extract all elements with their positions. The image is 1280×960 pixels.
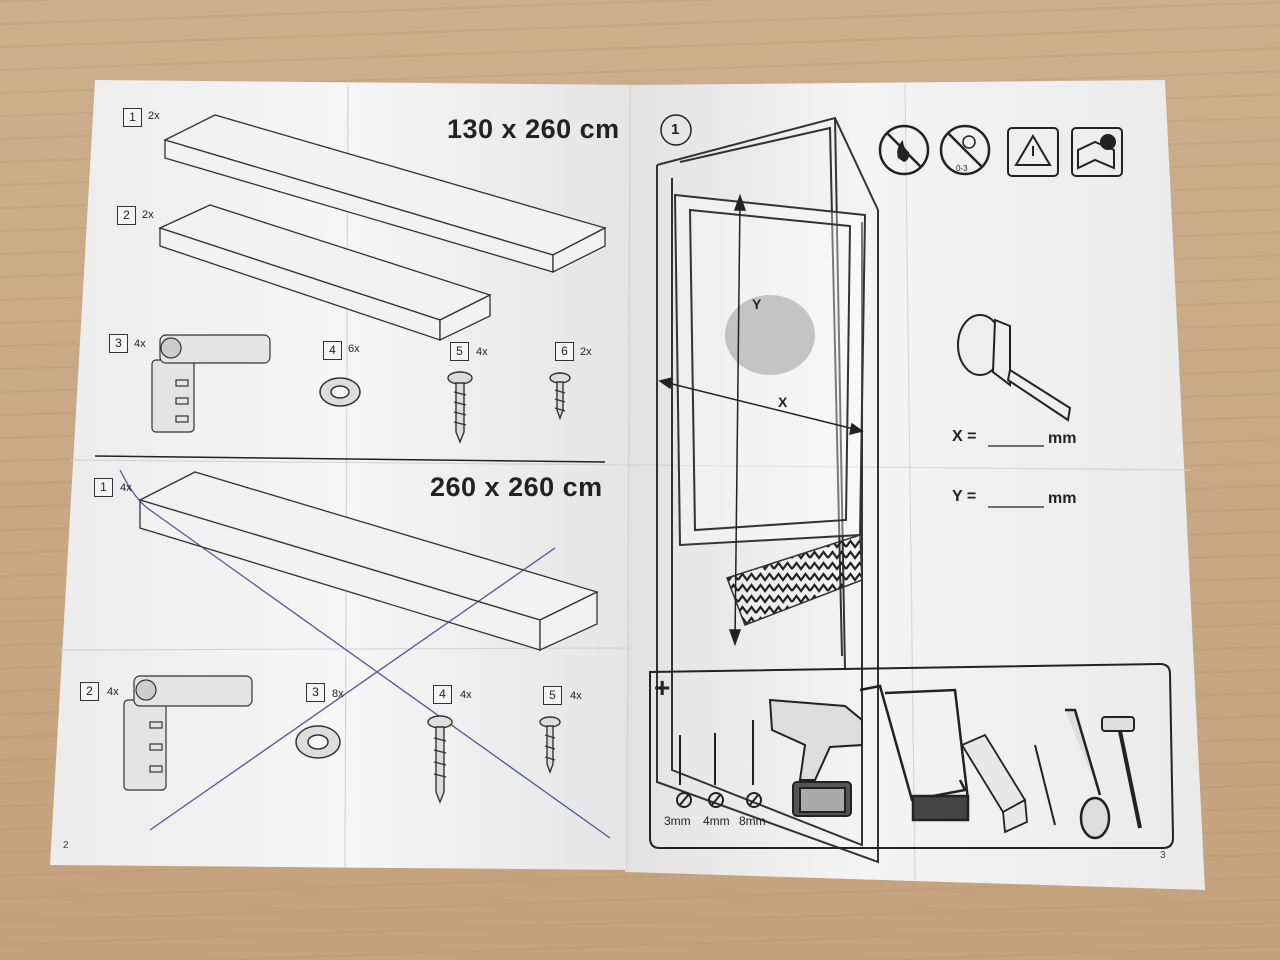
axis-y-label: Y <box>752 296 762 312</box>
part-4-screw-b <box>427 715 453 804</box>
pencil <box>1034 744 1056 826</box>
left-page <box>50 80 640 870</box>
age-icon-text: 0-3 <box>956 164 968 173</box>
part-qty-b1: 4x <box>120 482 132 494</box>
no-children-icon <box>939 124 991 176</box>
tools-box <box>649 662 1175 849</box>
part-box-b2: 2 <box>80 682 99 701</box>
part-box-b4: 4 <box>433 685 452 704</box>
measure-y-label: Y = <box>952 488 977 505</box>
tools-plus-sign: + <box>654 672 671 703</box>
part-2-beam-a <box>158 204 492 342</box>
measure-x-label: X = <box>952 428 977 445</box>
part-2-corner-b <box>123 675 253 791</box>
tape-measure <box>957 314 1072 422</box>
step-number: 1 <box>671 121 680 138</box>
part-qty-a2: 2x <box>142 209 154 221</box>
measure-y-unit: mm <box>1048 490 1077 507</box>
part-qty-b4: 4x <box>460 689 472 701</box>
cordless-drill <box>768 698 863 817</box>
part-box-a3: 3 <box>109 334 128 353</box>
part-qty-b2: 4x <box>107 686 119 698</box>
part-5-screw-b <box>539 716 561 774</box>
part-box-a1: 1 <box>123 108 142 127</box>
part-box-a6: 6 <box>555 342 574 361</box>
hacksaw <box>859 684 970 822</box>
no-fire-icon <box>878 124 930 176</box>
part-qty-a3: 4x <box>134 338 146 350</box>
part-qty-b5: 4x <box>570 690 582 702</box>
part-3-ring-b <box>295 725 341 759</box>
part-box-a2: 2 <box>117 206 136 225</box>
page-number-right: 3 <box>1160 850 1166 861</box>
part-qty-a5: 4x <box>476 346 488 358</box>
measure-x-unit: mm <box>1048 430 1077 447</box>
drill-bits <box>676 720 762 808</box>
pen-cross-mark <box>119 469 611 839</box>
page-number-left: 2 <box>63 840 69 851</box>
part-1-beam-a <box>163 114 607 274</box>
warning-read-icon <box>1007 127 1059 177</box>
size-title-b: 260 x 260 cm <box>430 472 603 502</box>
pry-bar <box>1065 708 1111 840</box>
part-1-beam-b <box>138 471 599 652</box>
part-5-screw-a <box>447 371 473 444</box>
part-box-a5: 5 <box>450 342 469 361</box>
drill-bit-label-1: 3mm <box>664 814 691 828</box>
part-qty-a4: 6x <box>348 343 360 355</box>
part-3-corner-a <box>151 334 271 433</box>
part-qty-a6: 2x <box>580 346 592 358</box>
doormat <box>726 533 863 626</box>
part-qty-a1: 2x <box>148 110 160 122</box>
size-title-a: 130 x 260 cm <box>447 114 620 144</box>
part-box-b3: 3 <box>306 683 325 702</box>
part-qty-b3: 8x <box>332 688 344 700</box>
part-6-screw-a <box>549 372 571 420</box>
miter-box <box>960 733 1028 834</box>
part-box-b5: 5 <box>543 686 562 705</box>
right-page <box>625 80 1205 890</box>
hammer <box>1101 716 1142 829</box>
step-circle <box>660 114 692 146</box>
read-manual-icon <box>1071 127 1123 177</box>
drill-bit-label-2: 4mm <box>703 814 730 828</box>
part-box-a4: 4 <box>323 341 342 360</box>
axis-x-label: X <box>778 394 788 410</box>
part-box-b1: 1 <box>94 478 113 497</box>
part-4-ring-a <box>319 377 361 407</box>
hand-shadow <box>725 295 815 375</box>
measure-arrows <box>658 193 864 647</box>
drill-bit-label-3: 8mm <box>739 814 766 828</box>
